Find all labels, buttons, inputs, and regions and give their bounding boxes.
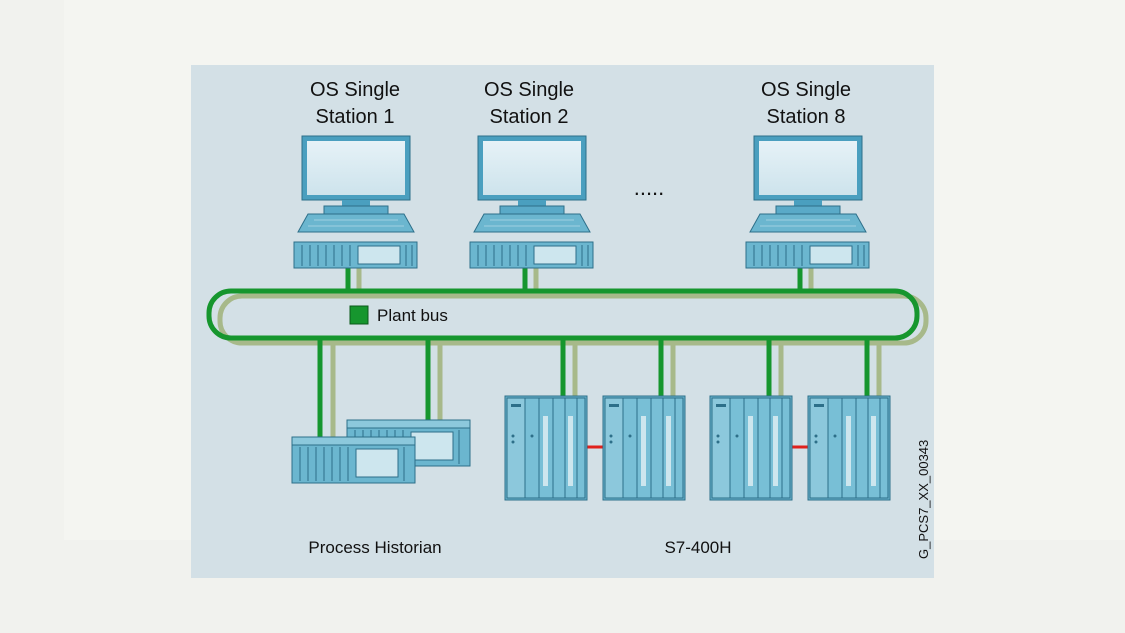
device-drops: [317, 338, 882, 443]
plc-rack-3-icon: [709, 395, 793, 501]
station-8-title-line2: Station 8: [767, 106, 846, 128]
station-1-title-line2: Station 1: [316, 106, 395, 128]
workstation-2-icon: [469, 135, 594, 269]
workstation-8-icon: [745, 135, 870, 269]
process-historian-label: Process Historian: [308, 538, 441, 557]
network-diagram: OS Single Station 1 OS Single Station 2 …: [206, 79, 931, 559]
s7-400h-label: S7-400H: [664, 538, 731, 557]
plant-bus-legend-swatch: [349, 305, 369, 325]
plc-rack-2-icon: [602, 395, 686, 501]
plc-rack-4-icon: [807, 395, 891, 501]
station-2-title-line1: OS Single: [484, 79, 574, 101]
plc-rack-1-icon: [504, 395, 588, 501]
workstation-1-icon: [293, 135, 418, 269]
station-1-title-line1: OS Single: [310, 79, 400, 101]
station-2-title-line2: Station 2: [490, 106, 569, 128]
more-stations-ellipsis: .....: [634, 175, 665, 200]
figure-id: G_PCS7_XX_00343: [916, 440, 931, 559]
historian-server-front-icon: [291, 436, 416, 484]
station-8-title-line1: OS Single: [761, 79, 851, 101]
plant-bus-label: Plant bus: [377, 306, 448, 325]
